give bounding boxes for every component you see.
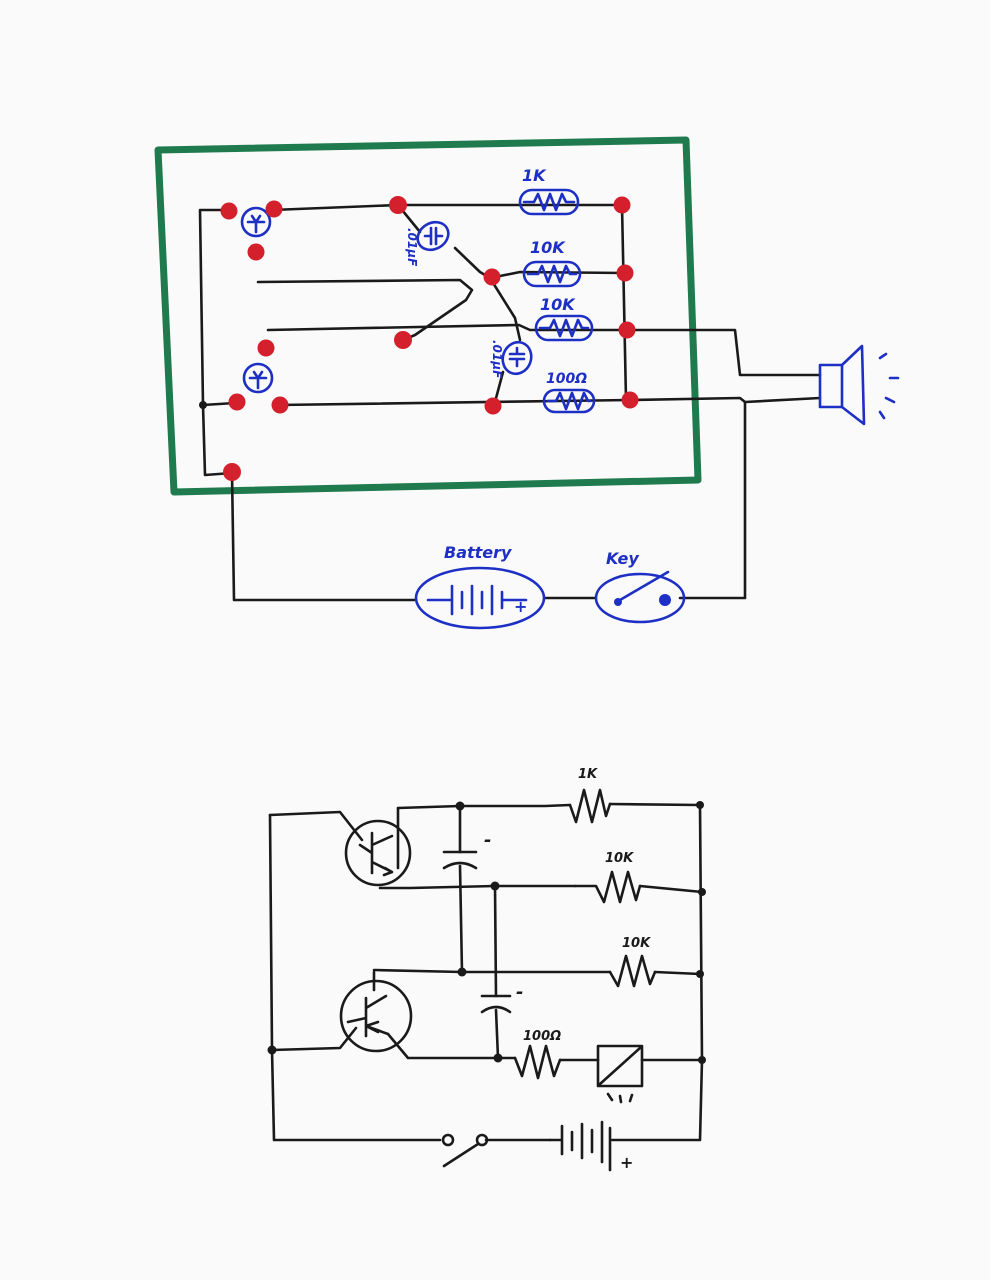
resistor-100-ohm: [542, 388, 596, 414]
resistor-100-ohm-label: 100Ω: [546, 371, 587, 387]
transistor-2-symbol: [339, 979, 413, 1053]
battery-symbol: [414, 566, 546, 630]
resistor-10k-b-label: 10K: [540, 295, 576, 314]
speaker-schematic-icon: [596, 1044, 644, 1104]
solder-pads: [220, 196, 639, 481]
resistor-10k-b-schematic-label: 10K: [622, 936, 651, 951]
capacitor-1: [416, 220, 450, 252]
battery-schematic-plus: +: [620, 1153, 633, 1172]
resistor-1k: [518, 188, 580, 216]
transistor-1-symbol: [344, 819, 412, 887]
transistor-1: [240, 206, 272, 238]
switch-schematic-icon: [441, 1133, 489, 1168]
circuit-schematic: - - 1K 10K 10K 100Ω: [267, 767, 706, 1172]
battery-plus-label: +: [514, 597, 527, 616]
board-wires: [198, 203, 822, 602]
capacitor-2-mark: -: [516, 982, 523, 1003]
capacitor-1-mark: -: [484, 830, 491, 851]
resistor-1k-symbol: [568, 788, 612, 824]
capacitor-2-symbol: [480, 994, 512, 1014]
speaker-icon: [818, 344, 900, 426]
battery-label: Battery: [444, 543, 512, 562]
resistor-100-ohm-schematic-label: 100Ω: [523, 1029, 561, 1044]
resistor-10k-a: [522, 260, 582, 288]
breadboard-layout: .01µF .01µF 1K 10K 10K 100Ω: [154, 136, 900, 630]
resistor-10k-b: [534, 314, 594, 342]
capacitor-2-label: .01µF: [490, 340, 504, 379]
transistor-2: [242, 362, 274, 394]
resistor-10k-a-schematic-label: 10K: [605, 851, 634, 866]
capacitor-2: [501, 340, 533, 376]
key-switch: [594, 570, 686, 624]
resistor-10k-a-label: 10K: [530, 238, 566, 257]
junction-dot: [199, 401, 207, 409]
circuit-board-outline: [154, 136, 702, 496]
resistor-100-ohm-symbol: [513, 1044, 562, 1080]
key-label: Key: [606, 549, 639, 568]
resistor-1k-label: 1K: [522, 166, 547, 185]
capacitor-1-label: .01µF: [405, 228, 419, 267]
resistor-10k-b-symbol: [608, 954, 657, 988]
capacitor-1-symbol: [442, 850, 478, 870]
resistor-1k-schematic-label: 1K: [578, 767, 598, 782]
resistor-10k-a-symbol: [573, 870, 642, 904]
schematic-junctions: [267, 801, 706, 1064]
battery-schematic-symbol: [548, 1120, 612, 1172]
